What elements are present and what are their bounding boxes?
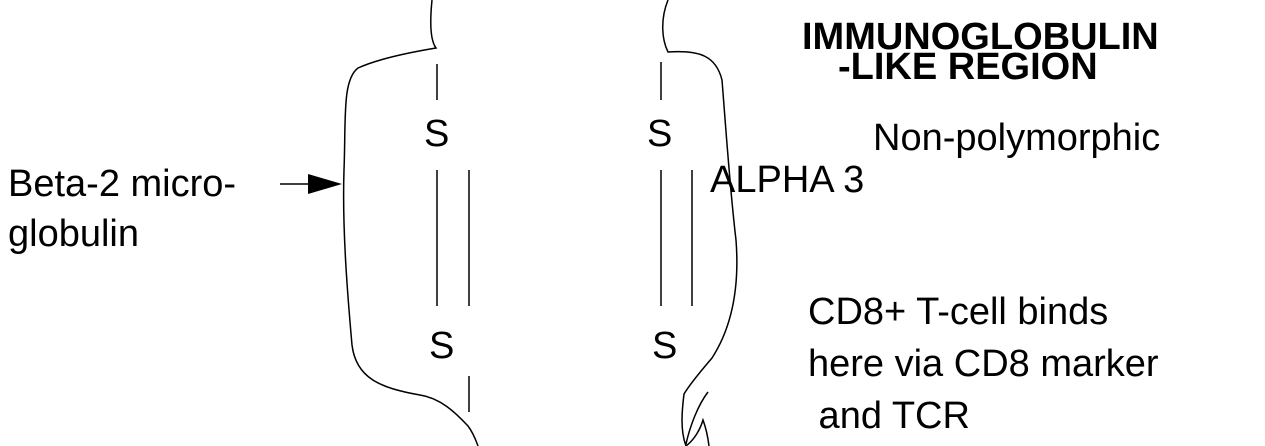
disulfide-s-right-bottom: S — [652, 326, 677, 366]
cd8-label-line-1: CD8+ T-cell binds — [808, 290, 1108, 334]
cd8-label-line-2: here via CD8 marker — [808, 342, 1159, 386]
disulfide-s-left-bottom: S — [429, 326, 454, 366]
alpha3-label: ALPHA 3 — [710, 158, 864, 202]
disulfide-s-right-top: S — [647, 114, 672, 154]
alpha3-domain-outline — [663, 0, 737, 446]
cd8-label-line-3: and TCR — [808, 394, 970, 438]
disulfide-s-left-top: S — [424, 114, 449, 154]
beta2-label-line-2: globulin — [8, 212, 139, 256]
beta2-domain-outline — [344, 0, 478, 446]
heading-line-2: -LIKE REGION — [838, 52, 1098, 82]
non-polymorphic-label: Non-polymorphic — [873, 116, 1160, 160]
beta2-label-line-1: Beta-2 micro- — [8, 162, 236, 206]
arrow-head-icon — [308, 174, 342, 194]
